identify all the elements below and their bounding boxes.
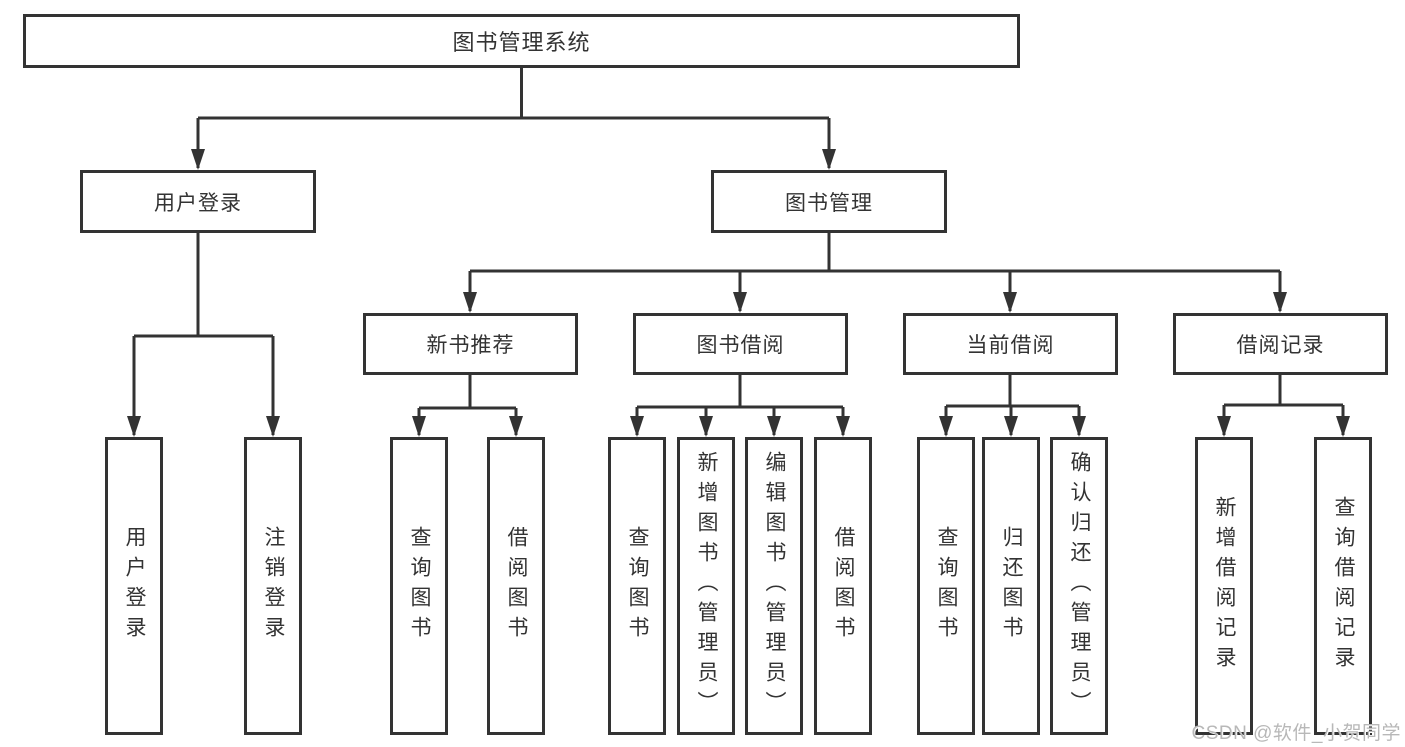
node-new-book-recommend: 新书推荐 <box>363 313 578 375</box>
arrow-down-icon <box>822 149 836 170</box>
leaf-borrow-books: 借阅图书 <box>814 437 872 735</box>
arrow-down-icon <box>191 149 205 170</box>
node-library-management-system: 图书管理系统 <box>23 14 1020 68</box>
leaf-query-borrow-record: 查询借阅记录 <box>1314 437 1372 735</box>
arrow-down-icon <box>836 416 850 437</box>
leaf-edit-book-admin: 编辑图书（管理员） <box>745 437 803 735</box>
leaf-query-books-recommend: 查询图书 <box>390 437 448 735</box>
arrow-down-icon <box>509 416 523 437</box>
arrow-down-icon <box>1273 292 1287 313</box>
watermark: CSDN @软件_小贺同学 <box>1191 723 1401 744</box>
arrow-down-icon <box>767 416 781 437</box>
arrow-down-icon <box>463 292 477 313</box>
connector-root-to-level2 <box>196 68 831 168</box>
leaf-logout: 注销登录 <box>244 437 302 735</box>
connector-bookmgmt-to-level3 <box>468 233 1282 311</box>
node-book-management: 图书管理 <box>711 170 947 233</box>
connector-borrowrecords-to-leaves <box>1222 375 1345 435</box>
connector-bookborrow-to-leaves <box>635 375 845 435</box>
arrow-down-icon <box>1003 292 1017 313</box>
arrow-down-icon <box>939 416 953 437</box>
arrow-down-icon <box>1072 416 1086 437</box>
leaf-add-book-admin: 新增图书（管理员） <box>677 437 735 735</box>
leaf-confirm-return-admin: 确认归还（管理员） <box>1050 437 1108 735</box>
arrow-down-icon <box>127 416 141 437</box>
arrow-down-icon <box>1336 416 1350 437</box>
arrow-down-icon <box>630 416 644 437</box>
node-book-borrow: 图书借阅 <box>633 313 848 375</box>
arrow-down-icon <box>699 416 713 437</box>
arrow-down-icon <box>412 416 426 437</box>
connector-newbooks-to-leaves <box>417 375 518 435</box>
node-user-login: 用户登录 <box>80 170 316 233</box>
leaf-return-book: 归还图书 <box>982 437 1040 735</box>
connector-userlogin-to-leaves <box>132 233 275 435</box>
leaf-query-books-borrow: 查询图书 <box>608 437 666 735</box>
leaf-user-login: 用户登录 <box>105 437 163 735</box>
leaf-query-books-current: 查询图书 <box>917 437 975 735</box>
arrow-down-icon <box>1004 416 1018 437</box>
leaf-borrow-books-recommend: 借阅图书 <box>487 437 545 735</box>
leaf-add-borrow-record: 新增借阅记录 <box>1195 437 1253 735</box>
node-current-borrow: 当前借阅 <box>903 313 1118 375</box>
arrow-down-icon <box>733 292 747 313</box>
node-borrow-records: 借阅记录 <box>1173 313 1388 375</box>
arrow-down-icon <box>266 416 280 437</box>
arrow-down-icon <box>1217 416 1231 437</box>
